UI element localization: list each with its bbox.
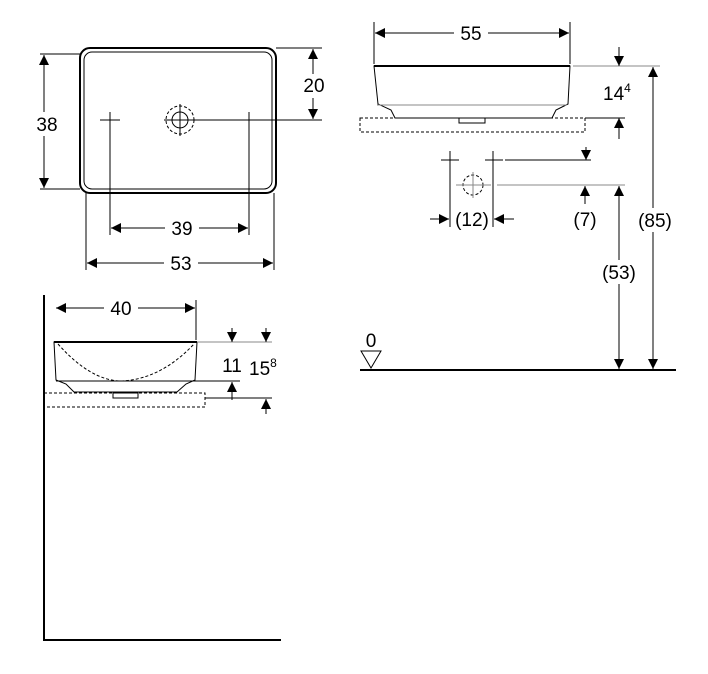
top-view: 38 20 39 53 [32,47,328,275]
tap-marker-left [100,112,120,235]
countertop [43,392,206,408]
drain [458,117,486,124]
dimension-tap-offset: 20 [303,76,324,97]
drain-hole-icon [164,104,196,136]
floor-level-label: 0 [366,331,377,352]
front-view: 55 144 (12) (7) [359,21,676,371]
side-view: 40 11 158 [43,295,281,641]
dimension-drain-height: (53) [602,263,636,284]
dimension-drain-offset: (7) [573,210,596,231]
dimension-front-width: 55 [460,24,481,45]
basin-side-profile [53,341,198,393]
dimension-tap-spacing: 39 [171,219,192,240]
level-marker-icon [360,350,382,369]
tap-marker-left [441,151,459,227]
countertop [359,117,586,133]
tap-marker-right [485,151,503,227]
dimension-total-height: (85) [638,211,672,232]
dimension-tap-spacing-front: (12) [455,210,489,231]
dimension-depth: 38 [36,115,57,136]
basin-front-profile [373,65,571,119]
dimension-front-height: 144 [603,81,631,105]
tap-marker-right [196,112,322,235]
dimension-bowl-height: 11 [222,356,242,377]
dimension-side-depth: 40 [110,299,131,320]
dimension-width: 53 [170,254,191,275]
drain [112,392,139,399]
dimension-side-height: 158 [249,356,277,380]
